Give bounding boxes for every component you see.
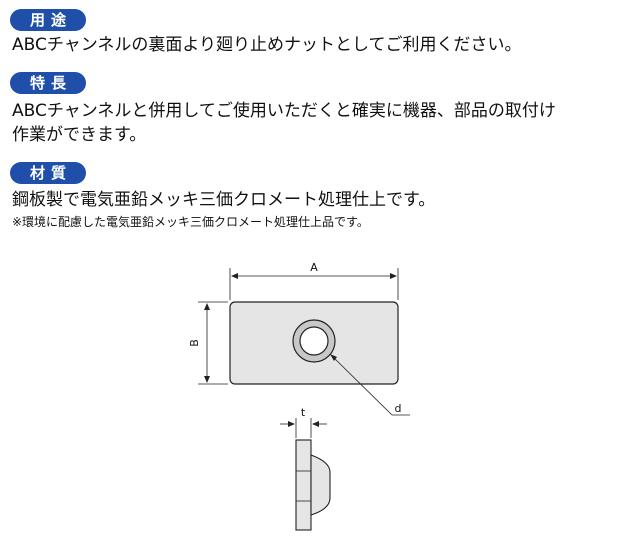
section-badge-material: 材質 — [10, 162, 86, 184]
dimension-leader-d — [330, 354, 393, 416]
nut-hole-inner — [299, 326, 329, 356]
nut-boss-side-view — [310, 454, 331, 516]
section-badge-features: 特長 — [10, 72, 86, 94]
features-text-line2: 作業ができます。 — [12, 125, 147, 145]
dimension-label-b: B — [188, 339, 201, 347]
usage-text: ABCチャンネルの裏面より廻り止めナットとしてご利用ください。 — [12, 35, 522, 55]
material-text: 鋼板製で電気亜鉛メッキ三価クロメート処理仕上です。 — [12, 190, 436, 210]
features-text-line1: ABCチャンネルと併用してご使用いただくと確実に機器、部品の取付け — [12, 101, 556, 121]
dimension-label-t: t — [301, 406, 306, 419]
dimension-label-d: d — [395, 402, 402, 415]
section-badge-usage: 用途 — [10, 9, 86, 31]
dimension-label-a: A — [310, 261, 318, 274]
material-note: ※環境に配慮した電気亜鉛メッキ三価クロメート処理仕上品です。 — [12, 215, 369, 229]
nut-side-view — [295, 439, 312, 531]
